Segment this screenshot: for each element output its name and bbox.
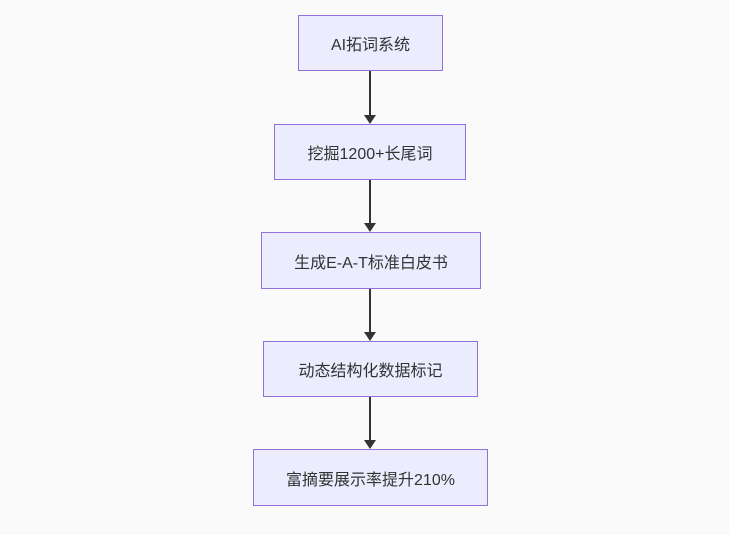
arrow-down-icon <box>364 440 376 449</box>
arrow-line <box>369 180 371 223</box>
arrow-down-icon <box>364 223 376 232</box>
flow-edge-2 <box>364 180 376 232</box>
arrow-line <box>369 397 371 440</box>
flow-edge-4 <box>364 397 376 449</box>
flow-node-rich-snippet-result: 富摘要展示率提升210% <box>253 449 488 506</box>
flow-node-longtail-mining: 挖掘1200+长尾词 <box>274 124 466 180</box>
flow-edge-1 <box>364 71 376 124</box>
flow-node-label: 富摘要展示率提升210% <box>286 471 455 489</box>
flow-node-label: 动态结构化数据标记 <box>298 363 443 380</box>
arrow-down-icon <box>364 115 376 124</box>
flow-node-label: 生成E-A-T标准白皮书 <box>294 254 448 272</box>
arrow-down-icon <box>364 332 376 341</box>
flow-edge-3 <box>364 289 376 341</box>
flow-node-label: 挖掘1200+长尾词 <box>307 146 433 163</box>
flow-node-structured-data: 动态结构化数据标记 <box>263 341 478 397</box>
flow-node-eat-whitepaper: 生成E-A-T标准白皮书 <box>261 232 481 289</box>
flow-node-label: AI拓词系统 <box>330 37 411 54</box>
arrow-line <box>369 71 371 115</box>
arrow-line <box>369 289 371 332</box>
flow-node-ai-expansion: AI拓词系统 <box>298 15 443 71</box>
